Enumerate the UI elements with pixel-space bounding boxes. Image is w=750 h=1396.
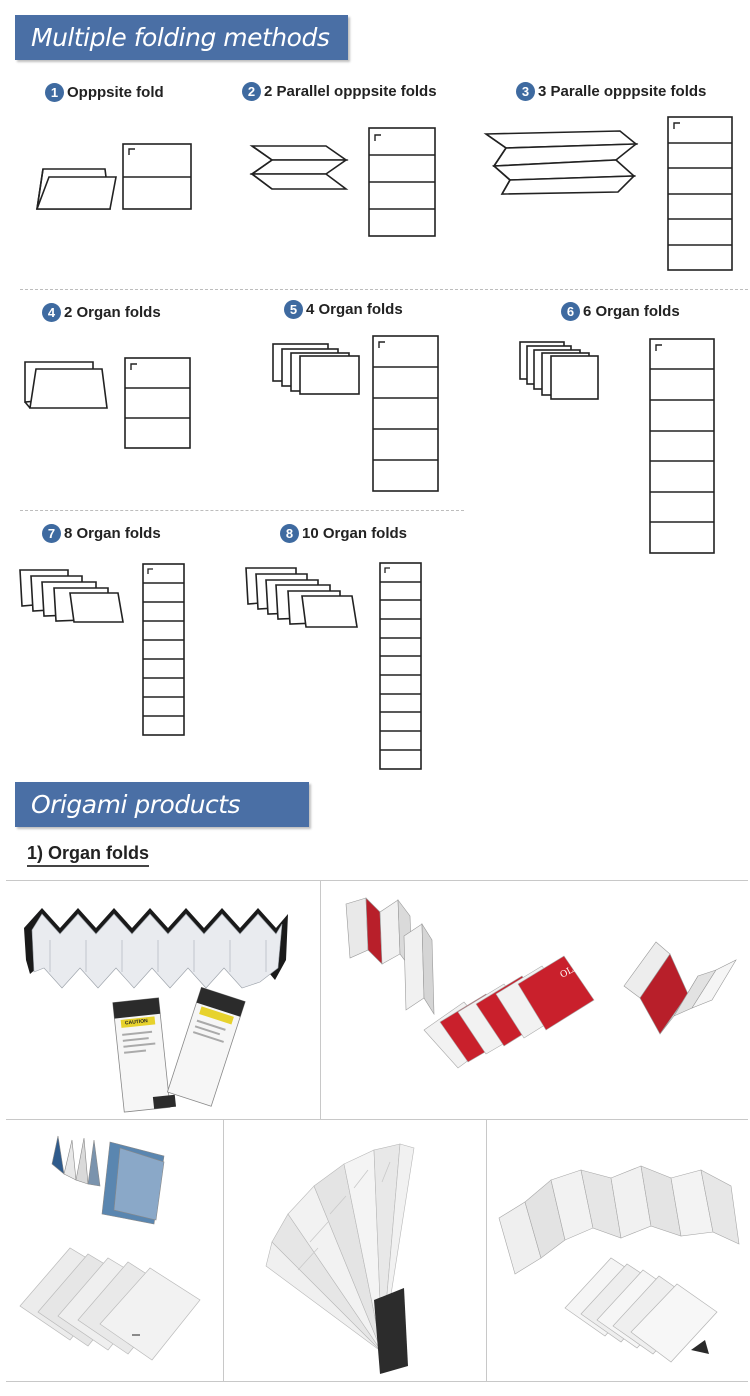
number-badge: 8 bbox=[280, 524, 299, 543]
method-label-1: 1 Opppsite fold bbox=[45, 83, 164, 102]
divider bbox=[20, 289, 748, 290]
caution-label: CAUTION bbox=[125, 1018, 149, 1026]
method-label-6: 6 6 Organ folds bbox=[561, 302, 680, 321]
method-label-4: 4 2 Organ folds bbox=[42, 303, 161, 322]
subsection-title-organ-folds: 1) Organ folds bbox=[27, 843, 150, 867]
method-label-7: 7 8 Organ folds bbox=[42, 524, 161, 543]
product-photo-white-manuals bbox=[498, 1165, 740, 1363]
fold-illustration-7 bbox=[19, 569, 124, 623]
method-label-5: 5 4 Organ folds bbox=[284, 300, 403, 319]
method-label-2: 2 2 Parallel opppsite folds bbox=[242, 82, 437, 101]
grid-border bbox=[6, 1381, 748, 1382]
fold-illustration-8 bbox=[245, 567, 358, 628]
divider bbox=[20, 510, 464, 511]
product-photo-fan-pages bbox=[265, 1143, 415, 1374]
grid-border bbox=[320, 880, 321, 1119]
product-photo-accordion-caution: CAUTION bbox=[24, 908, 288, 1113]
method-title: 3 Paralle opppsite folds bbox=[538, 83, 707, 100]
number-badge: 4 bbox=[42, 303, 61, 322]
fold-illustration-6 bbox=[519, 341, 599, 400]
section-title-folding-methods: Multiple folding methods bbox=[15, 15, 348, 60]
sheet-diagram-5 bbox=[372, 335, 439, 492]
number-badge: 6 bbox=[561, 302, 580, 321]
number-badge: 3 bbox=[516, 82, 535, 101]
product-photo-landscape-brochures bbox=[19, 1135, 201, 1361]
fold-illustration-3 bbox=[483, 130, 639, 195]
sheet-diagram-7 bbox=[142, 563, 185, 736]
method-title: 6 Organ folds bbox=[583, 303, 680, 320]
fold-illustration-2 bbox=[249, 145, 349, 190]
method-title: 10 Organ folds bbox=[302, 525, 408, 542]
grid-border bbox=[6, 880, 748, 881]
section-title-origami-products: Origami products bbox=[15, 782, 309, 827]
product-photo-red-brochures: OLAY bbox=[345, 897, 737, 1069]
folding-diagrams bbox=[19, 116, 733, 770]
grid-border bbox=[6, 1119, 748, 1120]
number-badge: 5 bbox=[284, 300, 303, 319]
method-label-8: 8 10 Organ folds bbox=[280, 524, 407, 543]
number-badge: 1 bbox=[45, 83, 64, 102]
number-badge: 2 bbox=[242, 82, 261, 101]
method-label-3: 3 3 Paralle opppsite folds bbox=[516, 82, 706, 101]
fold-illustration-1 bbox=[35, 168, 117, 210]
sheet-diagram-2 bbox=[368, 127, 436, 237]
sheet-diagram-6 bbox=[649, 338, 715, 554]
method-title: Opppsite fold bbox=[67, 84, 164, 101]
number-badge: 7 bbox=[42, 524, 61, 543]
method-title: 4 Organ folds bbox=[306, 301, 403, 318]
sheet-diagram-1 bbox=[122, 143, 192, 210]
fold-illustration-4 bbox=[24, 361, 108, 409]
grid-border bbox=[486, 1119, 487, 1381]
sheet-diagram-4 bbox=[124, 357, 191, 449]
method-title: 2 Parallel opppsite folds bbox=[264, 83, 437, 100]
fold-illustration-5 bbox=[272, 343, 360, 395]
method-title: 2 Organ folds bbox=[64, 304, 161, 321]
method-title: 8 Organ folds bbox=[64, 525, 161, 542]
sheet-diagram-3 bbox=[667, 116, 733, 271]
grid-border bbox=[223, 1119, 224, 1381]
sheet-diagram-8 bbox=[379, 562, 422, 770]
